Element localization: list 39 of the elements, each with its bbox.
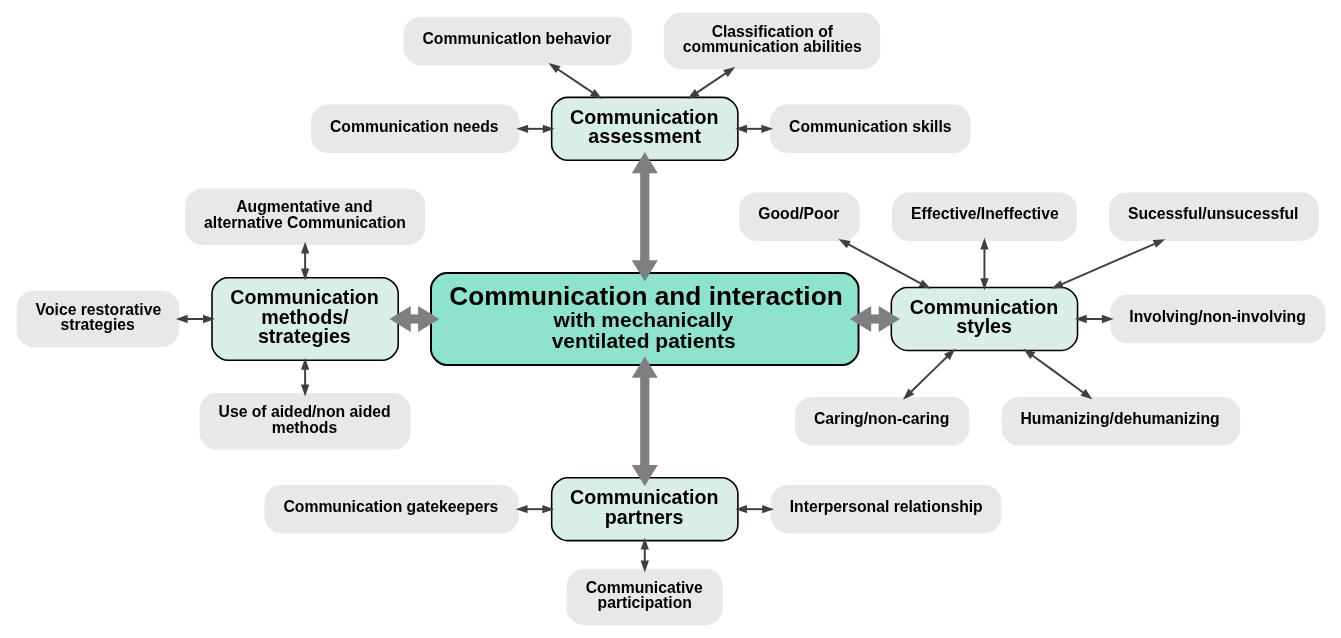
arrow — [1050, 239, 1165, 289]
arrow — [548, 63, 602, 99]
arrow — [631, 151, 658, 282]
node-box: Augmentative and alternative Communication — [184, 188, 425, 245]
arrow — [686, 66, 735, 99]
node-box: Interpersonal relationship — [770, 484, 1001, 534]
arrow — [631, 356, 658, 487]
node-box: Use of aided/non aided methods — [199, 393, 411, 450]
arrow — [300, 357, 309, 397]
node-box: Involving/non-involving — [1109, 294, 1325, 344]
arrow — [175, 314, 215, 324]
node-box: Communication partners — [550, 476, 739, 542]
arrow — [837, 238, 931, 289]
arrow — [640, 537, 649, 573]
arrow — [734, 505, 774, 514]
arrow — [515, 124, 555, 133]
node-box: Good/Poor — [738, 192, 860, 241]
node-box: Communication gatekeepers — [263, 484, 519, 534]
arrow — [902, 348, 955, 400]
node-box: Effective/Ineffective — [891, 192, 1077, 241]
node-box: Voice restorative strategies — [16, 290, 179, 348]
node-box: Communication assessment — [550, 96, 739, 162]
node-box: Communication and interaction with mechanically ventilated patients — [429, 272, 860, 366]
arrow — [300, 241, 309, 281]
node-box: Communication methods/ strategies — [210, 276, 399, 362]
node-box: Humanizing/dehumanizing — [1001, 397, 1240, 446]
node-box: Caring/non-caring — [794, 397, 969, 446]
arrow — [1022, 348, 1092, 400]
node-box: Communicative participation — [566, 568, 723, 626]
node-box: Communication needs — [310, 104, 520, 154]
arrow — [1074, 314, 1114, 324]
arrow — [979, 237, 989, 291]
node-box: Sucessful/unsucessful — [1108, 192, 1319, 241]
node-box: Classification of communication abilities — [663, 12, 880, 70]
node-box: Communicatlon behavior — [402, 16, 632, 66]
node-box: Communication styles — [890, 286, 1078, 352]
arrow — [849, 305, 900, 332]
node-box: Communication skills — [769, 104, 971, 154]
arrow — [389, 305, 439, 332]
